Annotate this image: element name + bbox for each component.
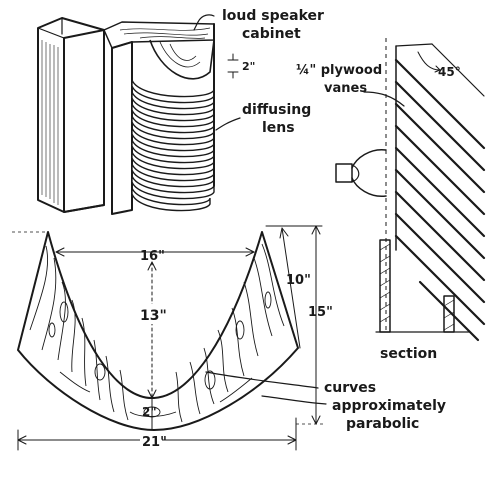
label-angle: 45° (438, 65, 461, 79)
section-vanes (394, 58, 486, 342)
label-vanes-line1: ¼" plywood (296, 63, 382, 78)
dim-total-width: 21" (142, 435, 167, 450)
dim-bottom-thickness: 2" (142, 405, 157, 419)
label-vanes-line2: vanes (324, 81, 367, 96)
section-labels: ¼" plywood vanes 45° section (296, 63, 461, 362)
label-curves-line1: curves (324, 380, 376, 396)
cabinet-labels: loud speaker cabinet 2" diffusing lens (193, 8, 324, 136)
dim-total-height: 15" (308, 305, 333, 320)
dim-depth: 13" (140, 308, 167, 324)
label-lens-line2: lens (262, 120, 295, 136)
dim-side-height: 10" (286, 273, 311, 288)
cabinet-illustration (37, 17, 215, 215)
label-lens-line1: diffusing (242, 102, 311, 118)
label-cabinet-line2: cabinet (242, 26, 301, 42)
lens-vanes (131, 39, 215, 212)
label-curves-line2: approximately (332, 398, 446, 414)
dim-top-width: 16" (140, 249, 165, 264)
label-cabinet-line1: loud speaker (222, 8, 324, 24)
label-spacing: 2" (242, 60, 255, 73)
curve-labels: curves approximately parabolic (205, 371, 446, 432)
wood-grain (29, 243, 285, 423)
spacing-dimension: 2" (227, 53, 255, 79)
label-curves-line3: parabolic (346, 416, 419, 432)
vane-template: 16" 13" 2" 10" 15" 21" (12, 225, 333, 451)
label-section: section (380, 346, 437, 362)
section-illustration (335, 38, 486, 342)
